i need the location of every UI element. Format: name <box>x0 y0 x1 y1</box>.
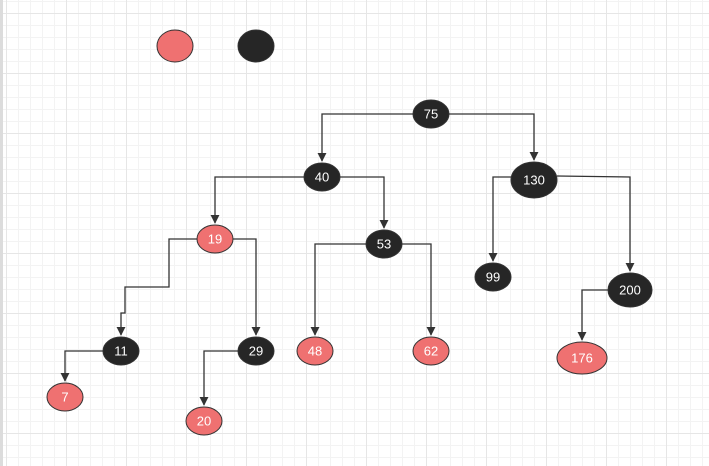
node-black-shape <box>102 336 140 366</box>
node-red-shape <box>556 341 608 375</box>
tree-node-40: 40 <box>303 162 341 192</box>
edge-40-to-19 <box>210 176 304 224</box>
node-label: 53 <box>377 237 391 252</box>
node-black-shape <box>474 262 512 292</box>
tree-node-48: 48 <box>296 336 334 366</box>
node-red-shape <box>412 336 450 366</box>
node-black-shape <box>607 272 653 308</box>
tree-node-62: 62 <box>412 336 450 366</box>
node-red-shape <box>296 336 334 366</box>
tree-node-99: 99 <box>474 262 512 292</box>
node-label: 7 <box>61 390 68 405</box>
legend-black-node <box>237 29 275 63</box>
node-label: 40 <box>315 170 329 185</box>
node-label: 11 <box>114 344 128 359</box>
node-red-shape <box>196 224 234 254</box>
node-black-shape <box>412 99 450 129</box>
tree-node-53: 53 <box>365 229 403 259</box>
tree-node-11: 11 <box>102 336 140 366</box>
tree-node-7: 7 <box>46 382 84 412</box>
node-red-shape <box>185 406 223 436</box>
node-label: 200 <box>619 283 641 298</box>
tree-node-20: 20 <box>185 406 223 436</box>
legend-red-node <box>156 29 194 63</box>
edge-200-to-176 <box>577 289 608 341</box>
node-black-shape <box>303 162 341 192</box>
edge-75-to-130 <box>449 113 539 161</box>
edge-75-to-40 <box>317 113 413 162</box>
node-label: 75 <box>424 107 438 122</box>
tree-node-200: 200 <box>607 272 653 308</box>
node-label: 99 <box>486 270 500 285</box>
edge-19-to-11 <box>116 238 197 336</box>
node-black-shape <box>237 336 275 366</box>
tree-node-75: 75 <box>412 99 450 129</box>
node-label: 130 <box>523 173 545 188</box>
node-label: 176 <box>571 351 593 366</box>
edge-130-to-99 <box>488 176 511 262</box>
edge-29-to-20 <box>199 350 238 406</box>
edge-11-to-7 <box>60 350 103 382</box>
node-label: 29 <box>249 344 263 359</box>
node-red-shape <box>46 382 84 412</box>
tree-node-29: 29 <box>237 336 275 366</box>
node-label: 20 <box>197 414 211 429</box>
edge-53-to-48 <box>310 243 366 336</box>
tree-node-130: 130 <box>510 161 558 199</box>
node-label: 62 <box>424 344 438 359</box>
edge-40-to-53 <box>340 176 389 229</box>
node-label: 48 <box>308 344 322 359</box>
nodes-layer: 75 40 130 19 53 99 200 11 29 48 62 176 7 20 <box>46 99 653 436</box>
red-black-tree-diagram: 75 40 130 19 53 99 200 11 29 48 62 176 7 20 <box>46 29 653 436</box>
edge-53-to-62 <box>402 243 436 336</box>
edge-130-to-200 <box>556 175 635 272</box>
edges-layer <box>60 113 635 406</box>
tree-node-176: 176 <box>556 341 608 375</box>
node-label: 19 <box>208 232 222 247</box>
edge-19-to-29 <box>233 238 261 336</box>
tree-node-19: 19 <box>196 224 234 254</box>
node-black-shape <box>365 229 403 259</box>
node-black-shape <box>510 161 558 199</box>
color-legend <box>156 29 275 63</box>
